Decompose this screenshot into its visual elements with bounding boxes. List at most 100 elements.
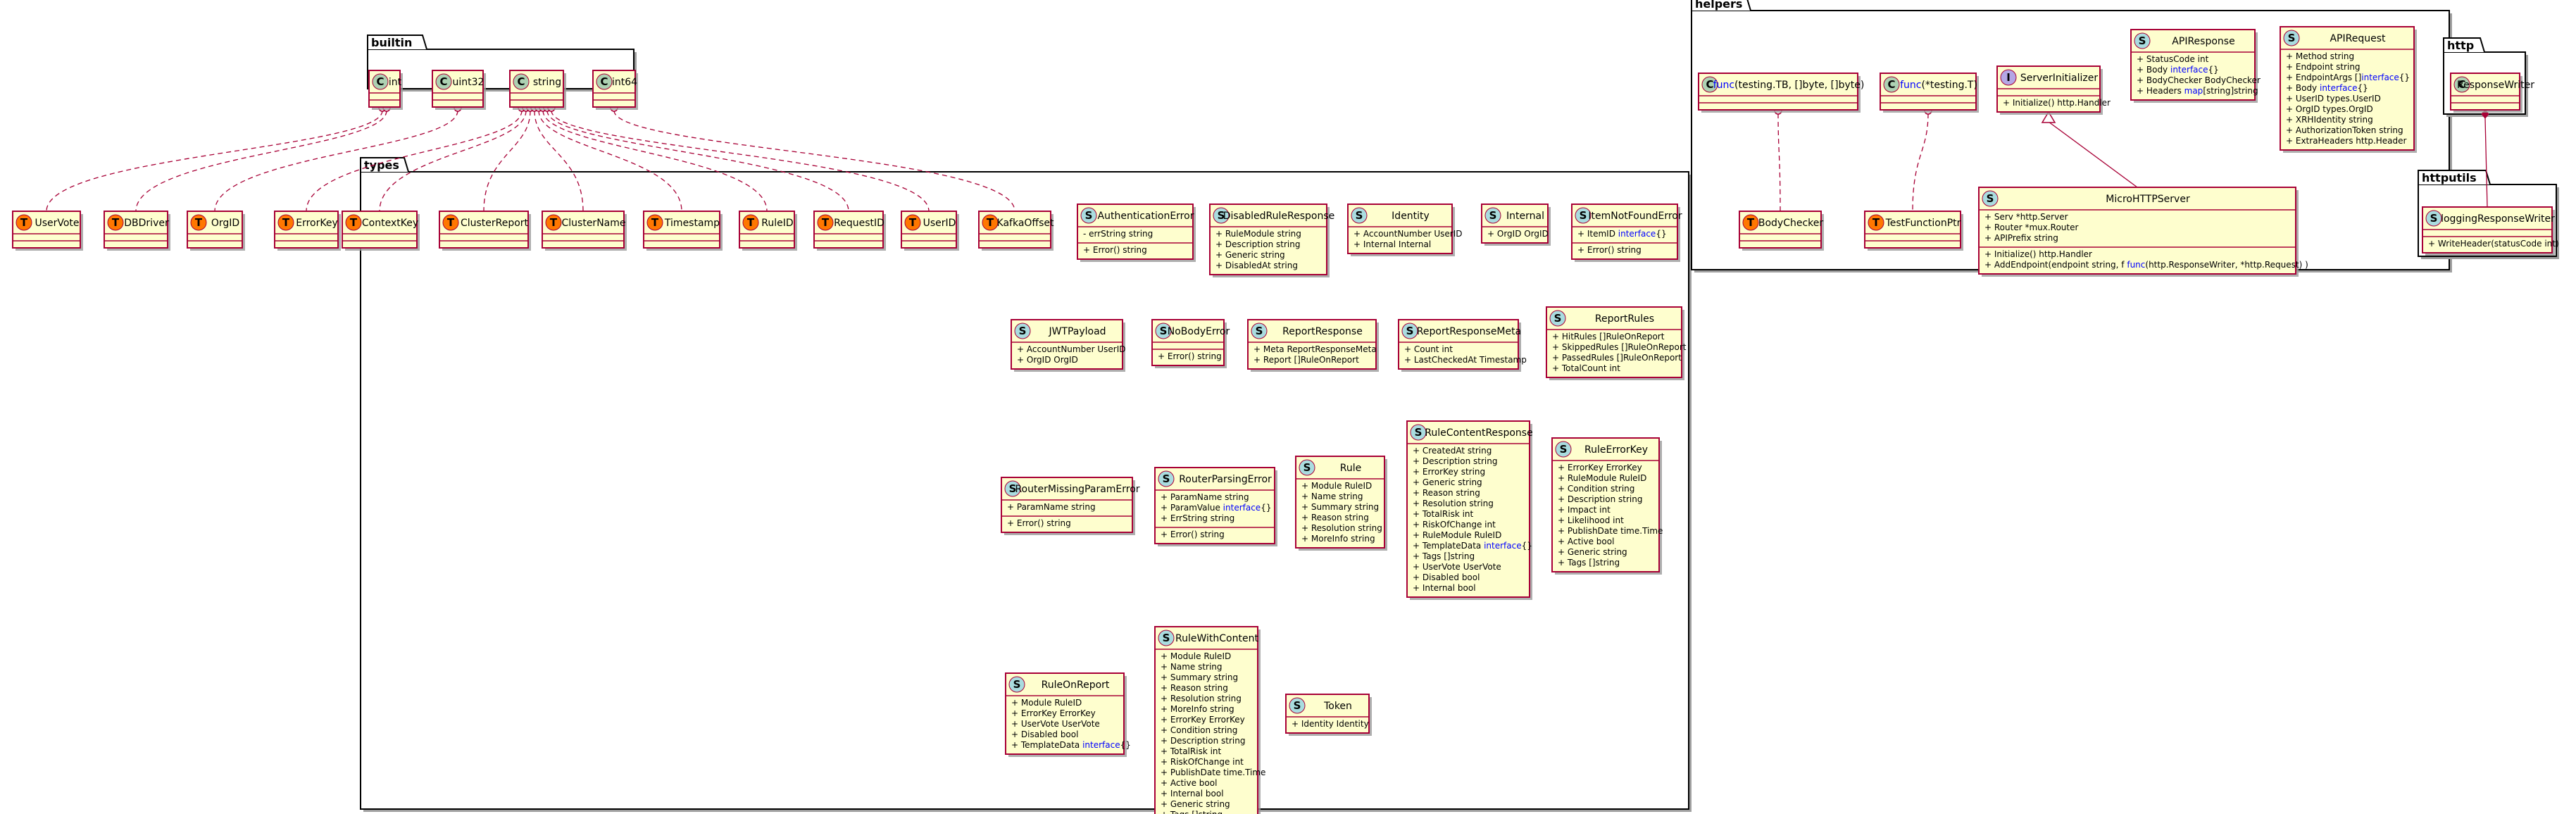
class-member: + AccountNumber UserID [1353, 229, 1462, 239]
class-member: + PassedRules []RuleOnReport [1552, 353, 1682, 363]
class-name: DBDriver [124, 218, 169, 229]
class-TestFunctionPtr[interactable]: T TestFunctionPtr [1864, 211, 1963, 251]
class-member: + Resolution string [1161, 694, 1242, 703]
class-kind-letter: C [1887, 78, 1895, 91]
class-kind-letter: T [1747, 216, 1755, 229]
package-label: helpers [1695, 0, 1742, 11]
class-kind-badge: S [1549, 310, 1566, 327]
class-member: + APIPrefix string [1984, 233, 2058, 243]
class-member: + Summary string [1161, 672, 1238, 682]
class-name: ContextKey [362, 218, 418, 229]
class-member: + Impact int [1558, 505, 1611, 515]
class-name: JWTPayload [1048, 326, 1106, 337]
class-kind-letter: I [2006, 71, 2011, 84]
class-member: + Reason string [1161, 683, 1228, 693]
class-member: + Condition string [1161, 725, 1237, 735]
class-name: APIResponse [2172, 36, 2234, 47]
class-kind-badge: T [982, 214, 999, 231]
class-kind-letter: C [1706, 78, 1713, 91]
class-member: + PublishDate time.Time [1161, 768, 1265, 777]
class-member: + AccountNumber UserID [1017, 344, 1125, 354]
class-kind-badge: S [1401, 323, 1418, 339]
class-member: + MoreInfo string [1161, 704, 1234, 714]
class-kind-badge: T [190, 214, 207, 231]
class-kind-letter: T [550, 216, 558, 229]
class-kind-letter: S [1489, 209, 1497, 222]
class-kind-badge: S [1982, 190, 1999, 207]
class-name: TestFunctionPtr [1885, 218, 1961, 229]
class-name: string [533, 77, 561, 88]
class-kind-badge: T [904, 214, 921, 231]
class-kind-letter: T [195, 216, 203, 229]
class-name: Token [1323, 701, 1352, 712]
class-kind-badge: C [372, 73, 389, 90]
class-member: + Description string [1161, 736, 1245, 746]
class-member: + Module RuleID [1011, 698, 1082, 708]
class-member: + Reason string [1413, 488, 1480, 498]
class-kind-badge: C [1883, 76, 1900, 93]
class-kind-badge: T [345, 214, 362, 231]
class-name: RuleErrorKey [1584, 444, 1648, 456]
class-kind-letter: S [1019, 325, 1027, 337]
class-member: + RuleModule RuleID [1413, 530, 1501, 540]
class-kind-letter: S [1085, 209, 1093, 222]
class-member: + ErrorKey ErrorKey [1011, 708, 1096, 718]
class-member: + Description string [1215, 239, 1300, 249]
class-kind-badge: T [107, 214, 124, 231]
class-member: + Error() string [1577, 245, 1642, 255]
class-member: + EndpointArgs []interface{} [2286, 73, 2410, 82]
class-kind-badge: C [1701, 76, 1718, 93]
class-kind-letter: S [1160, 325, 1168, 337]
class-name: RuleWithContent [1175, 633, 1258, 644]
class-kind-letter: S [1256, 325, 1263, 337]
class-name: DisabledRuleResponse [1223, 211, 1335, 222]
class-name: UserID [923, 218, 956, 229]
class-kind-badge: S [1004, 480, 1021, 497]
class-member: + Disabled bool [1011, 730, 1078, 739]
class-kind-letter: T [1872, 216, 1880, 229]
